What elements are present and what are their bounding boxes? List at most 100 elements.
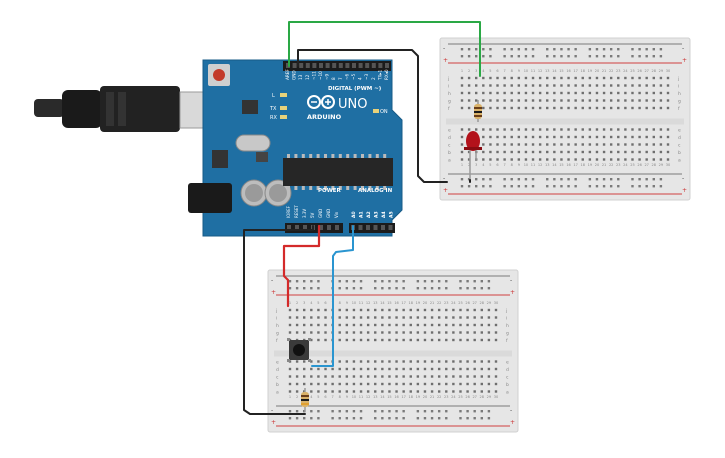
digital-pin-label: ~9 [325,73,330,80]
column-number: 11 [359,301,363,305]
column-number: 20 [595,163,599,167]
digital-pin-hole[interactable] [325,63,330,68]
column-number: 26 [637,69,641,73]
digital-pin-hole[interactable] [299,63,304,68]
column-number: 9 [518,163,520,167]
column-number: 17 [573,69,577,73]
power-pin-label: IOREF [286,205,291,218]
column-number: 5 [317,301,319,305]
column-number: 6 [324,395,326,399]
analog-header-label: ANALOG IN [358,188,393,194]
column-number: 9 [346,301,348,305]
push-button[interactable] [287,338,311,362]
column-number: 2 [296,395,298,399]
power-pin-hole[interactable] [303,225,307,230]
column-number: 16 [566,163,570,167]
power-pin-hole[interactable] [335,225,339,230]
digital-pin-label: 7 [338,77,343,80]
column-number: 10 [524,163,528,167]
digital-pin-hole[interactable] [352,63,356,68]
digital-pin-hole[interactable] [292,63,297,68]
led-tx-label: TX [269,106,277,112]
column-number: 26 [465,301,469,305]
wires [243,21,481,415]
row-letter: d [678,135,681,141]
rail-minus-label: - [271,407,273,414]
column-number: 3 [303,301,305,305]
column-number: 3 [475,163,477,167]
column-number: 5 [317,395,319,399]
row-letter: g [506,332,509,337]
wire-red[interactable] [282,224,321,308]
column-number: 24 [451,395,456,399]
column-number: 27 [644,69,648,73]
wire-green[interactable] [288,21,481,77]
digital-pin-hole[interactable] [305,63,310,68]
analog-pin-hole[interactable] [388,225,393,230]
wire-black-top[interactable] [297,49,448,183]
rail-minus-label: - [271,277,273,284]
row-letter: d [448,135,451,141]
column-number: 21 [602,163,606,167]
column-number: 23 [616,163,620,167]
column-number: 16 [394,395,398,399]
digital-pin-label: ~5 [351,73,356,80]
resistor-bottom [301,388,309,412]
column-number: 17 [401,395,405,399]
wire-blue[interactable] [311,225,354,367]
rail-plus-label: + [271,419,276,426]
digital-pin-label: AREF [285,69,290,80]
wire-black-bottom[interactable] [243,225,314,415]
row-letter: j [505,308,507,314]
digital-pin-hole[interactable] [312,63,317,68]
digital-pin-hole[interactable] [338,63,343,68]
digital-pin-hole[interactable] [371,63,376,68]
digital-pin-hole[interactable] [385,63,389,68]
power-pin-hole[interactable] [319,225,323,230]
column-number: 14 [552,163,557,167]
column-number: 12 [366,301,370,305]
row-letter: j [447,76,449,82]
digital-pin-hole[interactable] [365,63,370,68]
digital-pin-label: ~6 [344,73,349,80]
column-number: 18 [409,301,413,305]
power-header-label: POWER [318,188,342,194]
row-letter: e [276,361,279,366]
column-number: 17 [401,301,405,305]
column-number: 15 [559,163,563,167]
power-pin-hole[interactable] [295,225,299,230]
column-number: 18 [581,163,585,167]
row-letter: b [678,150,681,156]
digital-pin-label: 13 [298,74,303,80]
rail-minus-label: - [510,407,512,414]
analog-pin-hole[interactable] [373,225,378,230]
digital-pin-label: 2 [371,77,376,80]
analog-pin-hole[interactable] [358,225,363,230]
power-pin-hole[interactable] [287,225,291,230]
row-letter: d [506,367,509,373]
column-number: 1 [289,301,291,305]
column-number: 24 [623,69,628,73]
column-number: 13 [373,301,377,305]
row-letter: d [276,367,279,373]
row-letter: i [506,316,507,322]
analog-pin-hole[interactable] [366,225,370,230]
usb-cable [34,86,215,132]
column-number: 4 [310,301,313,305]
digital-pin-hole[interactable] [345,63,350,68]
analog-pin-hole[interactable] [381,225,385,230]
column-number: 20 [423,395,427,399]
power-pin-hole[interactable] [327,225,331,230]
column-number: 10 [352,301,356,305]
digital-header [283,61,391,71]
column-number: 9 [518,69,520,73]
column-number: 23 [616,69,620,73]
digital-pin-label: 4 [358,77,363,80]
digital-pin-hole[interactable] [332,63,337,68]
column-number: 30 [666,69,670,73]
digital-pin-hole[interactable] [378,63,383,68]
row-letter: g [448,100,451,105]
digital-pin-hole[interactable] [319,63,323,68]
column-number: 17 [573,163,577,167]
digital-pin-hole[interactable] [358,63,363,68]
